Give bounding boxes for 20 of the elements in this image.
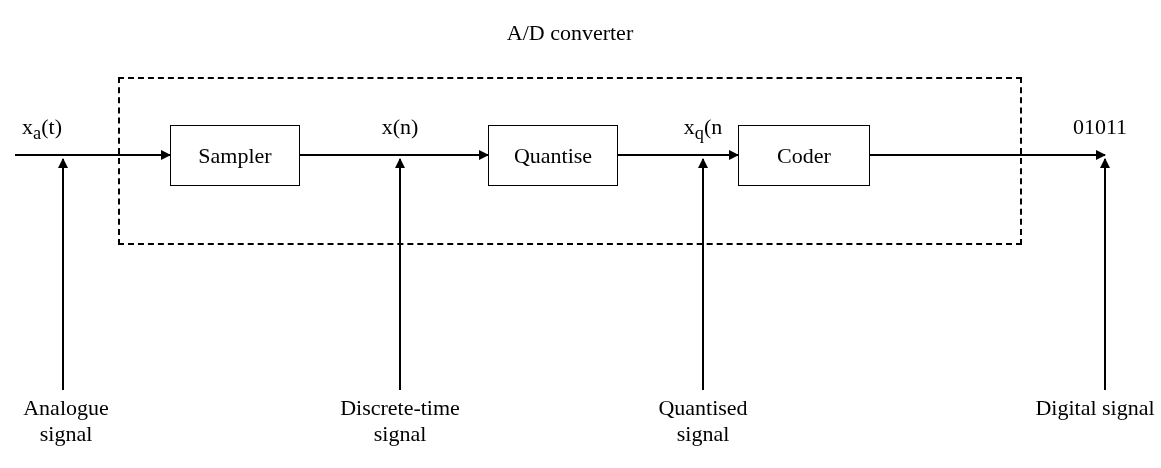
signal-label: Quantised signal [637, 395, 769, 447]
edge-label: x$_{a}$(t) [21, 114, 63, 146]
edge-label: x(n) [380, 114, 420, 140]
signal-arrow [299, 150, 489, 160]
edge-label: 01011 [1071, 114, 1129, 140]
process-box: Sampler [170, 125, 300, 186]
group-title: A/D converter [505, 20, 635, 46]
signal-arrow [14, 150, 171, 160]
process-box: Coder [738, 125, 870, 186]
signal-label: Analogue signal [0, 395, 132, 447]
process-box: Quantise [488, 125, 618, 186]
leader-arrow [58, 158, 68, 391]
leader-arrow [395, 158, 405, 391]
signal-arrow [617, 150, 739, 160]
leader-arrow [698, 158, 708, 391]
edge-label: x$_{q}$(n [682, 114, 724, 146]
signal-label: Digital signal [1029, 395, 1161, 421]
leader-arrow [1100, 158, 1110, 391]
signal-arrow [869, 150, 1106, 160]
signal-label: Discrete-time signal [334, 395, 466, 447]
